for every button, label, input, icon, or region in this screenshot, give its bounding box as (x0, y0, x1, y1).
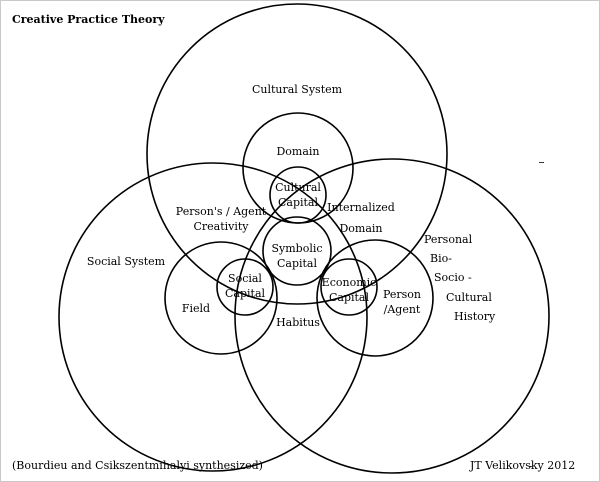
label-cultural-system: Cultural System (251, 83, 343, 96)
label-habitus: Habitus (276, 316, 320, 329)
label-domain: Domain (276, 145, 320, 158)
label-personal-history-1: Personal (424, 233, 473, 246)
label-economic-line1: Economic (321, 276, 377, 289)
label-social-line1: Social (228, 272, 262, 285)
social-system-circle (58, 162, 368, 472)
footer-author: JT Velikovsky 2012 (470, 459, 576, 472)
label-field: Field (181, 302, 211, 315)
label-cultural-capital: Cultural Capital (275, 180, 321, 210)
label-symbolic-line2: Capital (276, 257, 318, 270)
label-personal-history-4: Cultural (446, 291, 492, 304)
label-social-line2: Capital (224, 287, 266, 300)
person-agent-circle (316, 239, 434, 357)
label-internalized-line1: Internalized (327, 201, 395, 214)
label-social-system: Social System (86, 255, 166, 268)
label-person-line1: Person (382, 288, 422, 301)
cultural-system-circle (146, 3, 448, 305)
label-symbolic-line1: Symbolic (271, 242, 323, 255)
label-internalized-domain: Internalized Domain (327, 200, 395, 236)
social-capital-circle (216, 258, 274, 316)
label-cultural-capital-line1: Cultural (275, 181, 321, 194)
economic-capital-circle (320, 258, 378, 316)
label-personal-history-5: History (454, 310, 496, 323)
label-creativity-line2: Creativity (193, 220, 249, 233)
label-personal-history-3: Socio - (434, 271, 472, 284)
personal-history-circle (234, 158, 550, 474)
diagram-title: Creative Practice Theory (12, 13, 165, 26)
label-symbolic-capital: Symbolic Capital (271, 241, 322, 271)
label-economic-line2: Capital (328, 291, 370, 304)
label-agent-line2: /Agent (383, 303, 421, 316)
label-economic-capital: Economic Capital (322, 275, 377, 305)
stray-mark (529, 466, 532, 467)
stray-mark (539, 162, 544, 163)
label-social-capital: Social Capital (225, 271, 265, 301)
symbolic-capital-circle (262, 216, 332, 286)
footer-attribution: (Bourdieu and Csikszentmihalyi synthesiz… (12, 459, 263, 472)
label-personal-history-2: Bio- (430, 252, 452, 265)
cultural-capital-circle (269, 166, 327, 224)
label-person-agent: Person /Agent (383, 287, 421, 317)
label-cultural-capital-line2: Capital (277, 196, 319, 209)
field-circle (164, 241, 278, 355)
label-domain-line2: Domain (339, 222, 383, 235)
label-persons-agent-line1: Person's / Agent (175, 205, 267, 218)
label-persons-agent-creativity: Person's / Agent Creativity (176, 204, 266, 234)
